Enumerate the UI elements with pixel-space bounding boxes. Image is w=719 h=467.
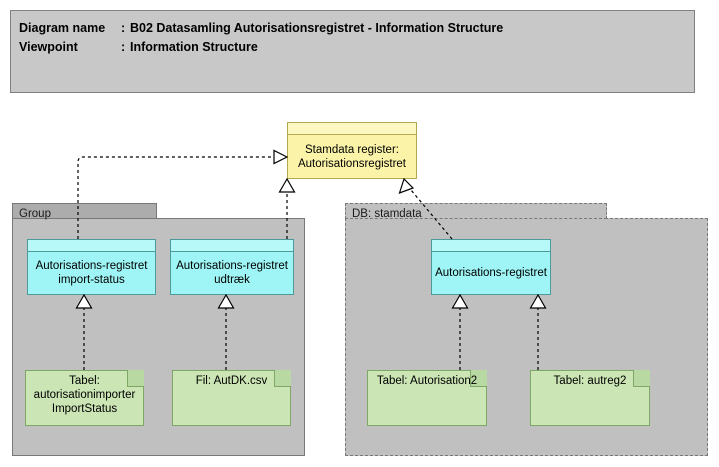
folded-corner-icon	[633, 370, 650, 387]
node-aut-registret-label: Autorisations-registret	[435, 267, 547, 279]
node-aut-udtraek-strip	[171, 240, 293, 252]
node-aut-registret-strip	[432, 240, 550, 252]
folded-corner-icon	[127, 370, 144, 387]
diagram-title-block: Diagram name : B02 Datasamling Autorisat…	[10, 10, 695, 93]
node-aut-import-status-strip	[28, 240, 155, 252]
group-left-tab[interactable]: Group	[12, 203, 157, 220]
artifact-tabel-autorisation2[interactable]: Tabel: Autorisation2	[367, 370, 487, 426]
viewpoint-separator: :	[121, 40, 126, 54]
folded-corner-icon	[470, 370, 487, 387]
node-aut-import-status[interactable]: Autorisations-registret import-status	[27, 239, 156, 295]
node-aut-import-status-label: Autorisations-registret import-status	[35, 260, 148, 286]
artifact-tabel-autreg2[interactable]: Tabel: autreg2	[530, 370, 650, 426]
artifact-tabel-autreg2-label: Tabel: autreg2	[553, 375, 627, 387]
diagram-name-key: Diagram name	[19, 21, 106, 35]
node-stamdata-register[interactable]: Stamdata register: Autorisationsregistre…	[287, 122, 417, 179]
node-aut-registret[interactable]: Autorisations-registret	[431, 239, 551, 295]
viewpoint-row: Viewpoint : Information Structure	[19, 38, 694, 57]
group-db-label: DB: stamdata	[352, 208, 422, 220]
viewpoint-value: Information Structure	[130, 40, 258, 54]
group-left-label: Group	[19, 208, 51, 220]
folded-corner-icon	[274, 370, 291, 387]
viewpoint-key: Viewpoint	[19, 40, 78, 54]
artifact-fil-autdk-label: Fil: AutDK.csv	[195, 375, 268, 387]
artifact-fil-autdk[interactable]: Fil: AutDK.csv	[172, 370, 291, 426]
diagram-name-separator: :	[121, 21, 126, 35]
node-stamdata-register-strip	[288, 123, 416, 135]
artifact-tabel-importstatus-label: Tabel: autorisationimporter ImportStatus	[33, 375, 136, 415]
node-stamdata-register-label: Stamdata register: Autorisationsregistre…	[297, 143, 407, 170]
node-aut-udtraek[interactable]: Autorisations-registret udtræk	[170, 239, 294, 295]
group-db-tab[interactable]: DB: stamdata	[345, 203, 607, 220]
arrowhead-hollow-triangle	[273, 149, 289, 165]
node-aut-udtraek-label: Autorisations-registret udtræk	[176, 260, 288, 286]
artifact-tabel-importstatus[interactable]: Tabel: autorisationimporter ImportStatus	[25, 370, 144, 426]
artifact-tabel-autorisation2-label: Tabel: Autorisation2	[376, 375, 478, 387]
arrowhead-hollow-triangle	[278, 177, 296, 193]
diagram-name-value: B02 Datasamling Autorisationsregistret -…	[130, 21, 504, 35]
arrowhead-hollow-triangle	[398, 177, 415, 194]
diagram-name-row: Diagram name : B02 Datasamling Autorisat…	[19, 19, 694, 38]
